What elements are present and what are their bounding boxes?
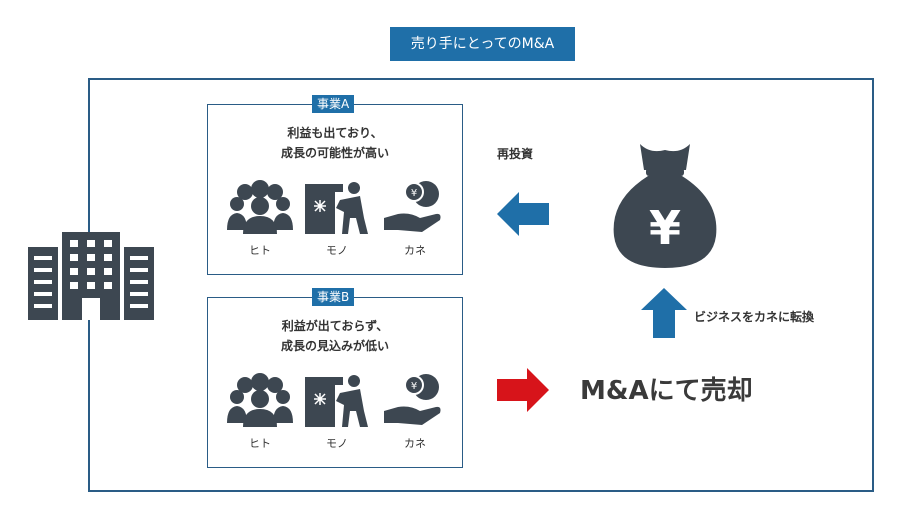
building-icon: [28, 232, 154, 320]
business-b-description: 利益が出ておらず、 成長の見込みが低い: [208, 316, 462, 356]
money-hand-icon: ¥: [380, 371, 450, 431]
business-b-line2: 成長の見込みが低い: [280, 339, 389, 353]
resource-label-people: ヒト: [249, 437, 271, 450]
business-a-description: 利益も出ており、 成長の可能性が高い: [208, 123, 462, 163]
reinvest-label: 再投資: [497, 147, 534, 161]
svg-text:¥: ¥: [649, 201, 681, 255]
resource-label-money: カネ: [404, 244, 426, 257]
sale-label: M&Aにて売却: [580, 376, 753, 406]
people-icon: [225, 371, 295, 431]
business-b-tag: 事業B: [312, 288, 355, 306]
worker-icon: [302, 371, 372, 431]
resource-label-things: モノ: [326, 244, 348, 257]
business-a-tag: 事業A: [312, 95, 355, 113]
resource-label-money: カネ: [404, 437, 426, 450]
business-b-box: 事業B 利益が出ておらず、 成長の見込みが低い: [207, 288, 463, 468]
yen-bag-icon: ¥: [610, 140, 720, 270]
svg-text:¥: ¥: [411, 188, 417, 199]
faded-background-text: [0, 6, 920, 24]
business-a-line1: 利益も出ており、: [287, 126, 383, 140]
convert-label: ビジネスをカネに転換: [694, 310, 815, 324]
business-a-box: 事業A 利益も出ており、 成長の可能性が高い: [207, 95, 463, 275]
arrow-left-icon: [497, 192, 549, 240]
company-frame: [88, 78, 874, 492]
money-hand-icon: ¥: [380, 178, 450, 238]
business-b-line1: 利益が出ておらず、: [281, 319, 389, 333]
svg-text:¥: ¥: [411, 381, 417, 392]
worker-icon: [302, 178, 372, 238]
people-icon: [225, 178, 295, 238]
business-a-line2: 成長の可能性が高い: [280, 146, 389, 160]
arrow-right-icon: [497, 368, 549, 416]
resource-label-people: ヒト: [249, 244, 271, 257]
diagram-title: 売り手にとってのM&A: [390, 27, 575, 61]
arrow-up-icon: [641, 288, 687, 342]
resource-label-things: モノ: [326, 437, 348, 450]
